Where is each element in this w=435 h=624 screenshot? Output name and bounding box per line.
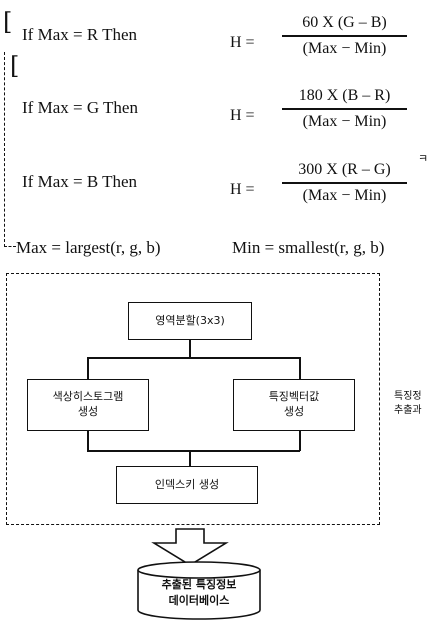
feature-vector-label-1: 특징벡터값 bbox=[268, 390, 320, 404]
feature-vector-box: 특징벡터값 생성 bbox=[233, 379, 355, 431]
max-definition: Max = largest(r, g, b) bbox=[16, 238, 161, 257]
stray-char: ㅋ bbox=[418, 152, 429, 165]
numerator-3: 300 X (R – G) bbox=[298, 161, 391, 178]
formula-2: 180 X (B – R) (Max − Min) bbox=[282, 87, 407, 131]
condition-max-b: If Max = B Then bbox=[22, 172, 138, 191]
connector-right-up bbox=[299, 431, 301, 451]
fraction-bar-1 bbox=[282, 35, 407, 37]
denominator-2: (Max − Min) bbox=[302, 112, 387, 130]
index-key-label: 인덱스키 생성 bbox=[154, 477, 220, 491]
down-arrow-icon bbox=[151, 528, 229, 566]
color-histogram-label-2: 생성 bbox=[77, 405, 99, 418]
connector-to-index bbox=[189, 450, 191, 466]
database-label: 추출된 특징정보 데이터베이스 bbox=[134, 577, 264, 609]
formula-1: 60 X (G – B) (Max − Min) bbox=[282, 14, 407, 58]
h-equals-3: H = bbox=[230, 181, 255, 198]
connector-left-up bbox=[87, 431, 89, 451]
connector-split-down bbox=[189, 340, 191, 358]
side-label-line-2: 추출과 bbox=[394, 405, 422, 416]
region-split-box: 영역분할(3x3) bbox=[128, 302, 252, 340]
h-equals-2: H = bbox=[230, 107, 255, 124]
side-label-line-1: 특징정 bbox=[394, 391, 422, 402]
left-bracket-bottom bbox=[4, 246, 16, 247]
region-split-label: 영역분할(3x3) bbox=[155, 313, 225, 327]
side-label: 특징정 추출과 bbox=[394, 390, 422, 418]
numerator-1: 60 X (G – B) bbox=[302, 14, 387, 31]
numerator-2: 180 X (B – R) bbox=[298, 87, 391, 104]
index-key-box: 인덱스키 생성 bbox=[116, 466, 258, 504]
color-histogram-label-1: 색상히스토그램 bbox=[52, 390, 124, 404]
feature-vector-label-2: 생성 bbox=[283, 405, 305, 418]
denominator-3: (Max − Min) bbox=[302, 186, 387, 204]
min-definition: Min = smallest(r, g, b) bbox=[232, 238, 385, 257]
condition-max-r: If Max = R Then bbox=[22, 25, 138, 44]
database-label-line-1: 추출된 특징정보 bbox=[161, 578, 237, 591]
fraction-bar-2 bbox=[282, 108, 407, 110]
connector-horizontal-top bbox=[87, 357, 300, 359]
connector-horizontal-bottom bbox=[87, 450, 300, 452]
h-equals-1: H = bbox=[230, 34, 255, 51]
denominator-1: (Max − Min) bbox=[302, 39, 387, 57]
condition-max-g: If Max = G Then bbox=[22, 98, 138, 117]
left-dashed-bracket bbox=[4, 52, 5, 247]
connector-right-down bbox=[299, 357, 301, 379]
process-boundary bbox=[6, 273, 380, 525]
fraction-bar-3 bbox=[282, 182, 407, 184]
connector-left-down bbox=[87, 357, 89, 379]
second-bracket: [ bbox=[10, 52, 20, 80]
database-label-line-2: 데이터베이스 bbox=[168, 593, 230, 607]
color-histogram-box: 색상히스토그램 생성 bbox=[27, 379, 149, 431]
database-icon bbox=[137, 561, 261, 620]
formula-3: 300 X (R – G) (Max − Min) bbox=[282, 161, 407, 205]
top-bracket: [ bbox=[3, 8, 13, 36]
